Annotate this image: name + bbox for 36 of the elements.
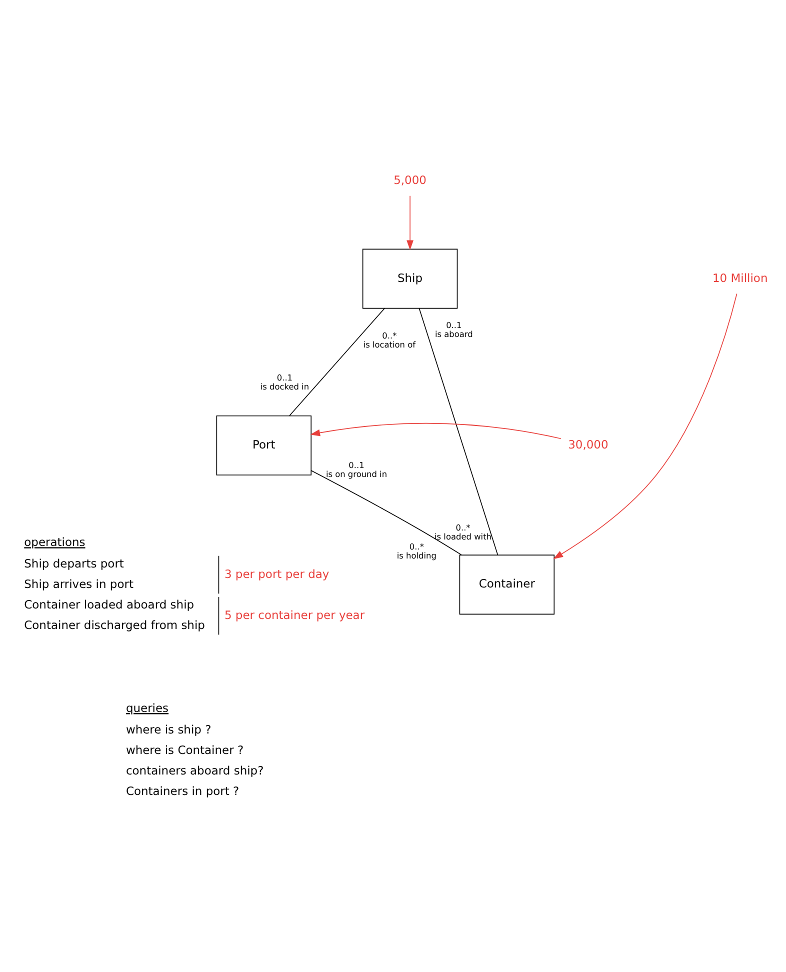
label: Ship departs port [24,556,124,570]
arrow [406,194,414,250]
label: Containers in port ? [126,783,240,798]
node-box: Port [216,414,312,475]
connector [310,470,462,555]
label: is loaded with [434,530,492,541]
label: is on ground in [326,468,388,478]
node-text: 30,000 [568,436,608,451]
arrow [553,292,738,559]
label: 3 per port per day [224,566,330,580]
arrow [310,422,562,439]
node-box: Ship [362,248,458,308]
node-text: 10 Million [712,270,768,284]
label: 0..1 [446,319,462,330]
connector [289,307,385,416]
label: Container loaded aboard ship [24,597,194,612]
label: is docked in [260,381,310,392]
label: where is Container ? [126,742,244,756]
label: is holding [396,550,436,560]
label: 0..* [456,522,470,532]
label: is location of [363,338,416,349]
label: 0..* [409,541,424,552]
label: 0..1 [276,372,293,382]
label: Ship arrives in port [24,576,134,591]
label: queries [126,700,169,715]
node-text: 5,000 [394,172,426,187]
label: 0..1 [348,459,364,470]
connector [418,308,498,555]
label: is aboard [434,328,473,339]
label: 5 per container per year [224,607,365,622]
label: operations [24,534,86,549]
label: 0..* [382,330,397,340]
label: Container discharged from ship [24,618,205,632]
node-box: Container [459,554,555,614]
label: containers aboard ship? [126,762,264,777]
label: where is ship ? [126,722,212,736]
